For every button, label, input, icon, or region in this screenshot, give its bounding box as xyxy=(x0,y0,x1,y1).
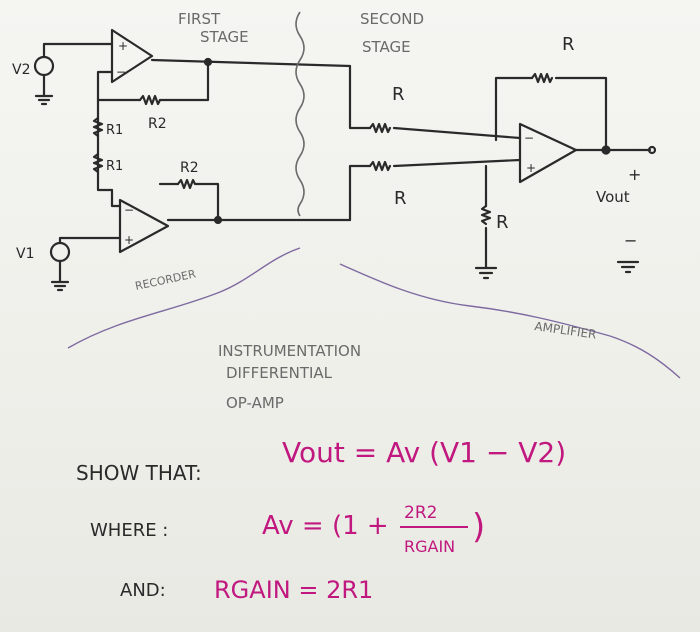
resistor-r1-top xyxy=(92,116,104,138)
and-label: AND: xyxy=(120,580,166,601)
wire-v1 xyxy=(58,236,122,245)
r-top-label: R xyxy=(392,84,405,105)
show-that-label: SHOW THAT: xyxy=(76,461,202,485)
first-stage-label-1: FIRST xyxy=(178,10,221,28)
equation-av-numerator: 2R2 xyxy=(404,503,437,523)
opamp-output-plus: + xyxy=(526,161,536,175)
r1-top-label: R1 xyxy=(106,123,123,138)
pencil-outline xyxy=(67,247,681,379)
vout-minus-label: − xyxy=(624,231,637,250)
equation-av-right: ) xyxy=(472,507,485,547)
equation-vout: Vout = Av (V1 − V2) xyxy=(282,436,566,469)
opamp-bottom-icon xyxy=(118,198,170,254)
opamp-output-minus: − xyxy=(524,131,534,145)
v1-label: V1 xyxy=(16,246,34,262)
resistor-r-feedback xyxy=(530,72,554,84)
equation-rgain: RGAIN = 2R1 xyxy=(214,576,373,604)
opamp-top-minus: − xyxy=(116,65,126,79)
second-stage-label-1: SECOND xyxy=(360,10,424,28)
where-label: WHERE : xyxy=(90,520,168,541)
amplifier-label: AMPLIFIER xyxy=(534,319,598,342)
r2-top-label: R2 xyxy=(148,116,167,132)
r-mid-label: R xyxy=(394,188,407,209)
resistor-r2-bottom xyxy=(176,178,197,190)
vout-label: Vout xyxy=(596,188,630,206)
vout-plus-label: + xyxy=(628,165,641,184)
title-line-2: DIFFERENTIAL xyxy=(226,364,333,382)
first-stage-label-2: STAGE xyxy=(200,28,249,46)
resistor-r1-bottom xyxy=(92,152,104,174)
r1-bottom-label: R1 xyxy=(106,159,123,174)
stage-divider xyxy=(295,11,305,217)
r-feedback-label: R xyxy=(562,34,575,55)
equation-av-left: Av = (1 + xyxy=(262,511,389,541)
equation-av-denominator: RGAIN xyxy=(404,537,455,556)
recorder-label: RECORDER xyxy=(134,267,197,293)
resistor-r-ground xyxy=(480,204,492,226)
wire-v2 xyxy=(42,42,114,59)
second-stage-label-2: STAGE xyxy=(362,38,411,56)
r2-bottom-label: R2 xyxy=(180,160,199,176)
v2-label: V2 xyxy=(12,62,30,78)
r-ground-label: R xyxy=(496,212,509,233)
opamp-top-icon xyxy=(110,28,154,84)
resistor-r-mid xyxy=(368,160,392,172)
resistor-r-top xyxy=(368,122,392,134)
wire-feedback-left xyxy=(96,70,114,192)
title-line-1: INSTRUMENTATION xyxy=(218,342,361,360)
opamp-top-plus: + xyxy=(118,39,128,53)
title-line-3: OP-AMP xyxy=(226,394,284,412)
resistor-r2-top xyxy=(138,94,162,106)
opamp-output-icon xyxy=(518,122,578,184)
opamp-bottom-minus: − xyxy=(124,203,134,217)
opamp-bottom-plus: + xyxy=(124,233,134,247)
wire-stage1-top xyxy=(150,58,352,68)
